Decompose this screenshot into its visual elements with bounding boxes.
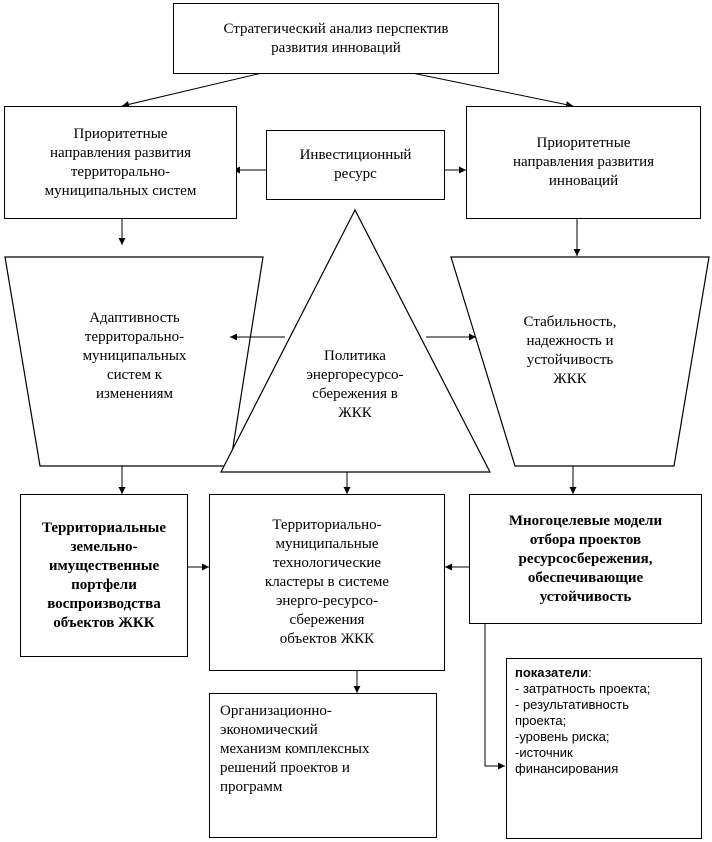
connector-models-to-indicators xyxy=(484,624,505,770)
policy-triangle xyxy=(220,208,491,473)
clusters-box: Территориально- муниципальные технологич… xyxy=(209,494,445,671)
adaptivity-label: Адаптивность территорально- муниципальны… xyxy=(82,309,187,402)
indicators-content: показатели: - затратность проекта; - рез… xyxy=(515,665,650,777)
indicators-box: показатели: - затратность проекта; - рез… xyxy=(506,658,702,839)
models-box: Многоцелевые модели отбора проектов ресу… xyxy=(469,494,702,624)
mechanism-box: Организационно- экономический механизм к… xyxy=(209,693,437,838)
investment-box: Инвестиционный ресурс xyxy=(266,130,445,200)
arrow-top-to-right xyxy=(411,72,574,109)
policy-label: Политика энергоресурсо- сбережения в ЖКК xyxy=(306,348,404,421)
portfolios-box: Территориальные земельно- имущественные … xyxy=(20,494,188,657)
stability-trapezoid xyxy=(450,256,710,467)
indicators-title: показатели xyxy=(515,665,589,680)
priority-right-box: Приоритетные направления развития иннова… xyxy=(466,106,701,219)
arrow-top-to-left xyxy=(121,72,263,108)
indicators-colon: : xyxy=(588,665,592,680)
top-box: Стратегический анализ перспектив развити… xyxy=(173,3,499,74)
priority-left-box: Приоритетные направления развития террит… xyxy=(4,106,237,219)
indicators-list: - затратность проекта; - результативност… xyxy=(515,681,651,776)
stability-label: Стабильность, надежность и устойчивость … xyxy=(523,314,617,387)
